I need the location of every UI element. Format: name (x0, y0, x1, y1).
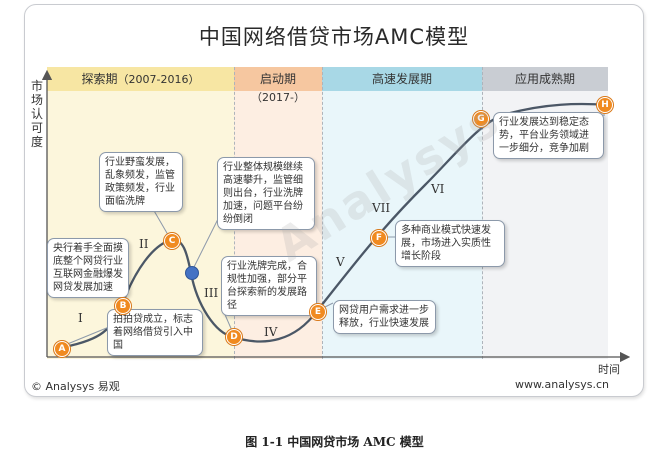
point-e: E (310, 304, 326, 320)
point-f: F (371, 230, 387, 246)
callout-e: 网贷用户需求进一步释放，行业快速发展 (333, 300, 436, 334)
stage-label-7: VII (372, 201, 391, 215)
callout-c: 行业野蛮发展，乱象频发，监管政策频发，行业面临洗牌 (99, 152, 183, 212)
x-axis-label: 时间 (598, 363, 620, 376)
callout-a: 拍拍贷成立，标志着网络借贷引入中国 (107, 309, 203, 356)
point-g: G (473, 111, 489, 127)
point-a: A (54, 341, 70, 357)
callout-g: 行业发展达到稳定态势，平台业务领域进一步细分，竞争加剧 (493, 112, 604, 159)
phase-name: 探索期 (81, 72, 118, 86)
figure-caption: 图 1-1 中国网贷市场 AMC 模型 (245, 435, 424, 449)
stage-label-2: II (139, 237, 149, 251)
stage-label-5: V (336, 255, 345, 269)
copyright-text: © Analysys 易观 (31, 380, 120, 393)
callout-pointer (190, 212, 222, 274)
callout-d: 行业洗牌完成，合规性加强，部分平台探索新的发展路径 (221, 256, 317, 316)
callout-b: 央行着手全面摸底整个网贷行业互联网金融爆发网贷发展加速 (47, 238, 129, 298)
website-link[interactable]: www.analysys.cn (515, 378, 609, 391)
callout-pointer (64, 326, 110, 346)
point-b: B (115, 298, 131, 314)
phase-divider (482, 67, 483, 359)
inflection-point-marker (185, 266, 199, 280)
stage-label-3: III (204, 286, 219, 300)
point-d: D (226, 329, 242, 345)
y-axis-label: 市场认可度 (30, 79, 43, 149)
phase-name: 启动期 (259, 72, 296, 86)
phase-band-mature: 应用成熟期 (482, 67, 608, 91)
phase-band-growth: 高速发展期 (322, 67, 482, 91)
point-h: H (597, 97, 613, 113)
phase-name: 高速发展期 (371, 72, 432, 86)
phase-divider (322, 67, 323, 359)
point-c: C (164, 233, 180, 249)
phase-name: 应用成熟期 (514, 72, 575, 86)
phase-band-explore: 探索期（2007-2016） (47, 67, 234, 91)
callout-f: 多种商业模式快速发展，市场进入实质性增长阶段 (395, 220, 505, 267)
stage-label-6: VI (431, 182, 445, 196)
phase-period-startup: （2017-） (251, 91, 305, 104)
phase-band-startup: 启动期 (234, 67, 322, 91)
phase-period: （2007-2016） (117, 73, 200, 86)
callout-d-pre: 行业整体规模继续高速攀升，监管细则出台，行业洗牌加速，问题平台纷纷倒闭 (217, 157, 315, 230)
chart-title: 中国网络借贷市场AMC模型 (198, 25, 470, 49)
stage-label-4: IV (264, 325, 278, 339)
chart-frame: 中国网络借贷市场AMC模型 探索期（2007-2016） 启动期 （2017-）… (24, 4, 644, 397)
stage-label-1: I (78, 311, 83, 325)
